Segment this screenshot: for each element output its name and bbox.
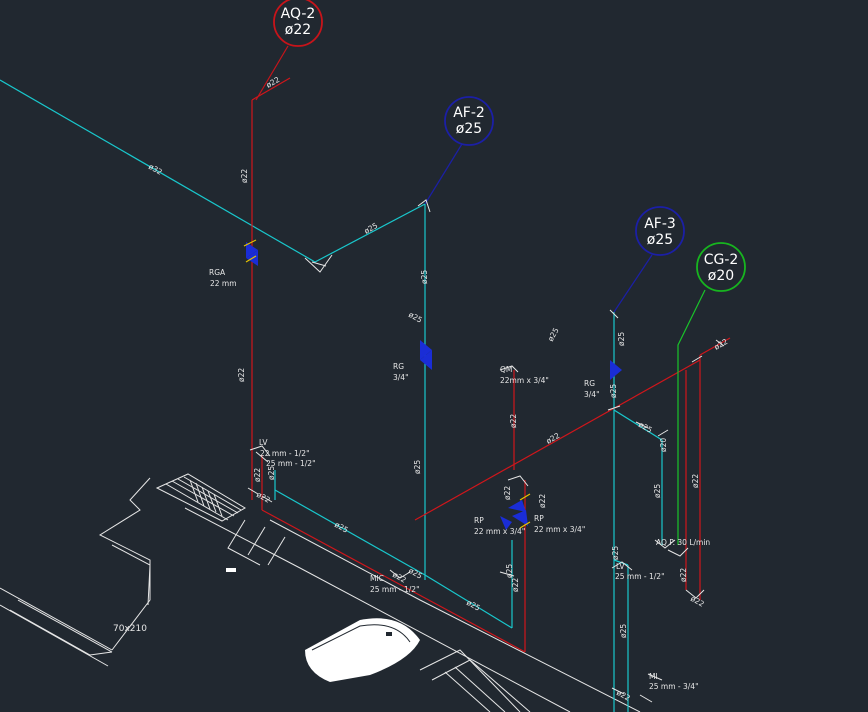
dim-label: ø25 [505,564,514,578]
dim-label: ø25 [267,466,276,480]
valves [246,242,622,530]
dim-label: ø25 [546,326,561,343]
dim-label: ø22 [691,474,700,488]
mic-label: MIC [370,574,384,583]
mic-size: 25 mm - 1/2" [370,585,420,594]
rg-right-label: RG [584,379,595,388]
tag-af2: AF-2 ø25 [444,96,494,146]
door-size-label: 70x210 [113,624,147,634]
small-fixture-symbol [226,568,236,572]
svg-text:ø25: ø25 [647,232,673,248]
qm-label: QM [500,365,512,374]
fixture-labels: RGA 22 mm RG 3/4" RG 3/4" LV 22 mm - 1/2… [113,268,710,691]
dim-label: ø22 [391,570,408,585]
lv2-size: 25 mm - 1/2" [615,572,665,581]
aq-p-label: AQ P. 30 L/min [656,538,710,547]
rg-left-size: 3/4" [393,373,409,382]
lv-label: LV [259,438,268,447]
dim-label: ø25 [617,332,626,346]
dim-label: ø25 [611,546,620,560]
qm-size: 22mm x 3/4" [500,376,549,385]
tag-aq2: AQ-2 ø22 [273,0,323,47]
rg-left-label: RG [393,362,404,371]
rp-left-label: RP [474,516,484,525]
dim-label: ø20 [659,438,668,452]
valve-handles [243,239,531,529]
dim-label: ø25 [465,598,482,613]
dim-label: ø25 [653,484,662,498]
dim-label: ø22 [538,494,547,508]
svg-text:CG-2: CG-2 [704,252,739,268]
dim-label: ø22 [240,169,249,183]
washbasin [305,618,420,682]
cold-water-pipes [0,79,663,712]
rp-right-label: RP [534,514,544,523]
lv2-label: LV [616,562,625,571]
tag-af3: AF-3 ø25 [635,206,685,256]
svg-text:ø20: ø20 [708,268,734,284]
dim-label: ø32 [147,162,164,177]
svg-text:AF-2: AF-2 [453,105,485,121]
dim-label: ø22 [545,431,562,446]
dim-label: ø22 [679,568,688,582]
dim-label: ø25 [413,460,422,474]
shower-tray [155,473,246,522]
hot-water-pipes [251,77,731,653]
dim-label: ø25 [363,221,380,236]
diameter-labels: ø32 ø22 ø22 ø22 ø25 ø25 ø25 ø25 ø22 ø25 … [147,75,729,703]
dim-label: ø22 [509,414,518,428]
rg-right-size: 3/4" [584,390,600,399]
mi-size: 25 mm - 3/4" [649,682,699,691]
gas-pipe [677,289,706,545]
dim-label: ø22 [511,578,520,592]
mi-label: MI [649,672,658,681]
dim-label: ø22 [689,594,706,609]
dim-label: ø25 [407,566,424,581]
tag-leaders [255,45,653,313]
fittings [247,199,725,703]
svg-text:ø25: ø25 [456,121,482,137]
dim-label: ø25 [420,270,429,284]
dim-label: ø25 [407,310,424,325]
dim-label: ø22 [253,468,262,482]
dim-label: ø25 [333,520,350,535]
rp-right-size: 22 mm x 3/4" [534,525,585,534]
architecture-walls [0,477,641,712]
lv-size-2: 25 mm - 1/2" [266,459,316,468]
lv-size-1: 22 mm - 1/2" [260,449,310,458]
rga-label: RGA [209,268,226,277]
dim-label: ø25 [609,384,618,398]
svg-text:ø22: ø22 [285,22,311,38]
dim-label: ø22 [255,490,272,505]
dim-label: ø22 [503,486,512,500]
svg-text:AF-3: AF-3 [644,216,676,232]
dim-label: ø22 [237,368,246,382]
rp-left-size: 22 mm x 3/4" [474,527,525,536]
rga-size: 22 mm [210,279,237,288]
tag-cg2: CG-2 ø20 [696,242,746,292]
dim-label: ø25 [619,624,628,638]
dim-label: ø22 [713,337,730,352]
svg-text:AQ-2: AQ-2 [281,6,316,22]
